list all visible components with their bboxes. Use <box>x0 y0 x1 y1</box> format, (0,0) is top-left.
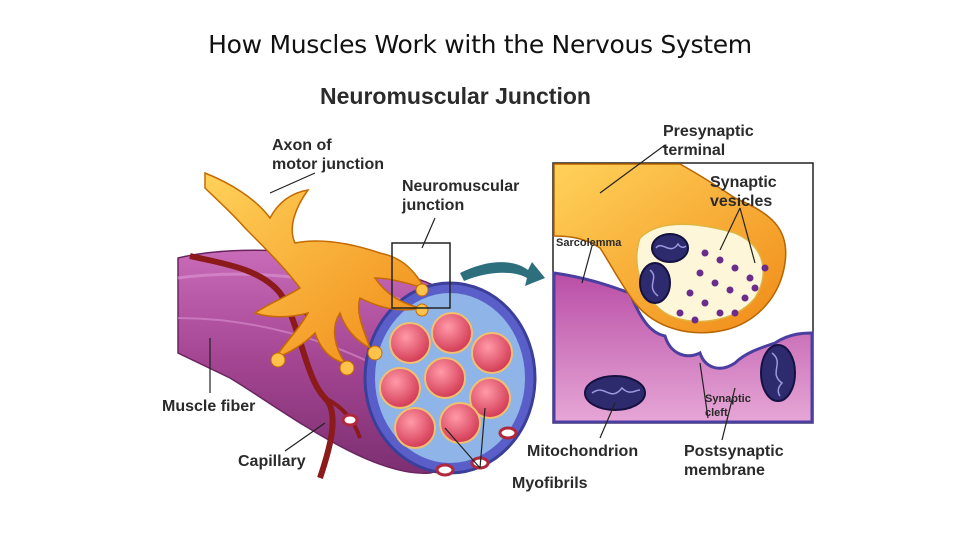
label-nmj-line2: junction <box>401 197 464 214</box>
label-vesicles-line1: Synaptic <box>710 174 777 191</box>
neuromuscular-junction-figure: Neuromuscular Junction <box>160 78 820 498</box>
leader-lines <box>209 144 756 469</box>
label-nmj-line1: Neuromuscular <box>402 178 519 195</box>
label-presynaptic-line1: Presynaptic <box>663 123 754 140</box>
enlarged-junction-panel <box>552 162 814 424</box>
label-axon-line1: Axon of <box>272 137 332 154</box>
synaptic-vesicles <box>676 249 769 324</box>
axon-illustration <box>204 171 429 376</box>
label-muscle-fiber: Muscle fiber <box>162 398 255 415</box>
label-myofibrils: Myofibrils <box>512 475 588 492</box>
label-postsynaptic-line2: membrane <box>684 462 765 479</box>
junction-highlight-box <box>391 242 451 309</box>
label-sarcolemma: Sarcolemma <box>556 237 622 249</box>
diagram-title: Neuromuscular Junction <box>320 83 591 109</box>
label-presynaptic-line2: terminal <box>663 142 725 159</box>
label-cleft-line1: Synaptic <box>705 393 751 405</box>
diagram-svg: Neuromuscular Junction <box>162 83 814 492</box>
label-capillary: Capillary <box>238 453 306 470</box>
slide-title: How Muscles Work with the Nervous System <box>208 30 752 59</box>
label-mitochondrion: Mitochondrion <box>527 443 638 460</box>
label-vesicles-line2: vesicles <box>710 193 772 210</box>
label-cleft-line2: cleft <box>705 407 728 419</box>
myofibril-bundle <box>379 312 513 449</box>
label-axon-line2: motor junction <box>272 156 384 173</box>
zoom-arrow <box>460 262 545 286</box>
label-postsynaptic-line1: Postsynaptic <box>684 443 784 460</box>
